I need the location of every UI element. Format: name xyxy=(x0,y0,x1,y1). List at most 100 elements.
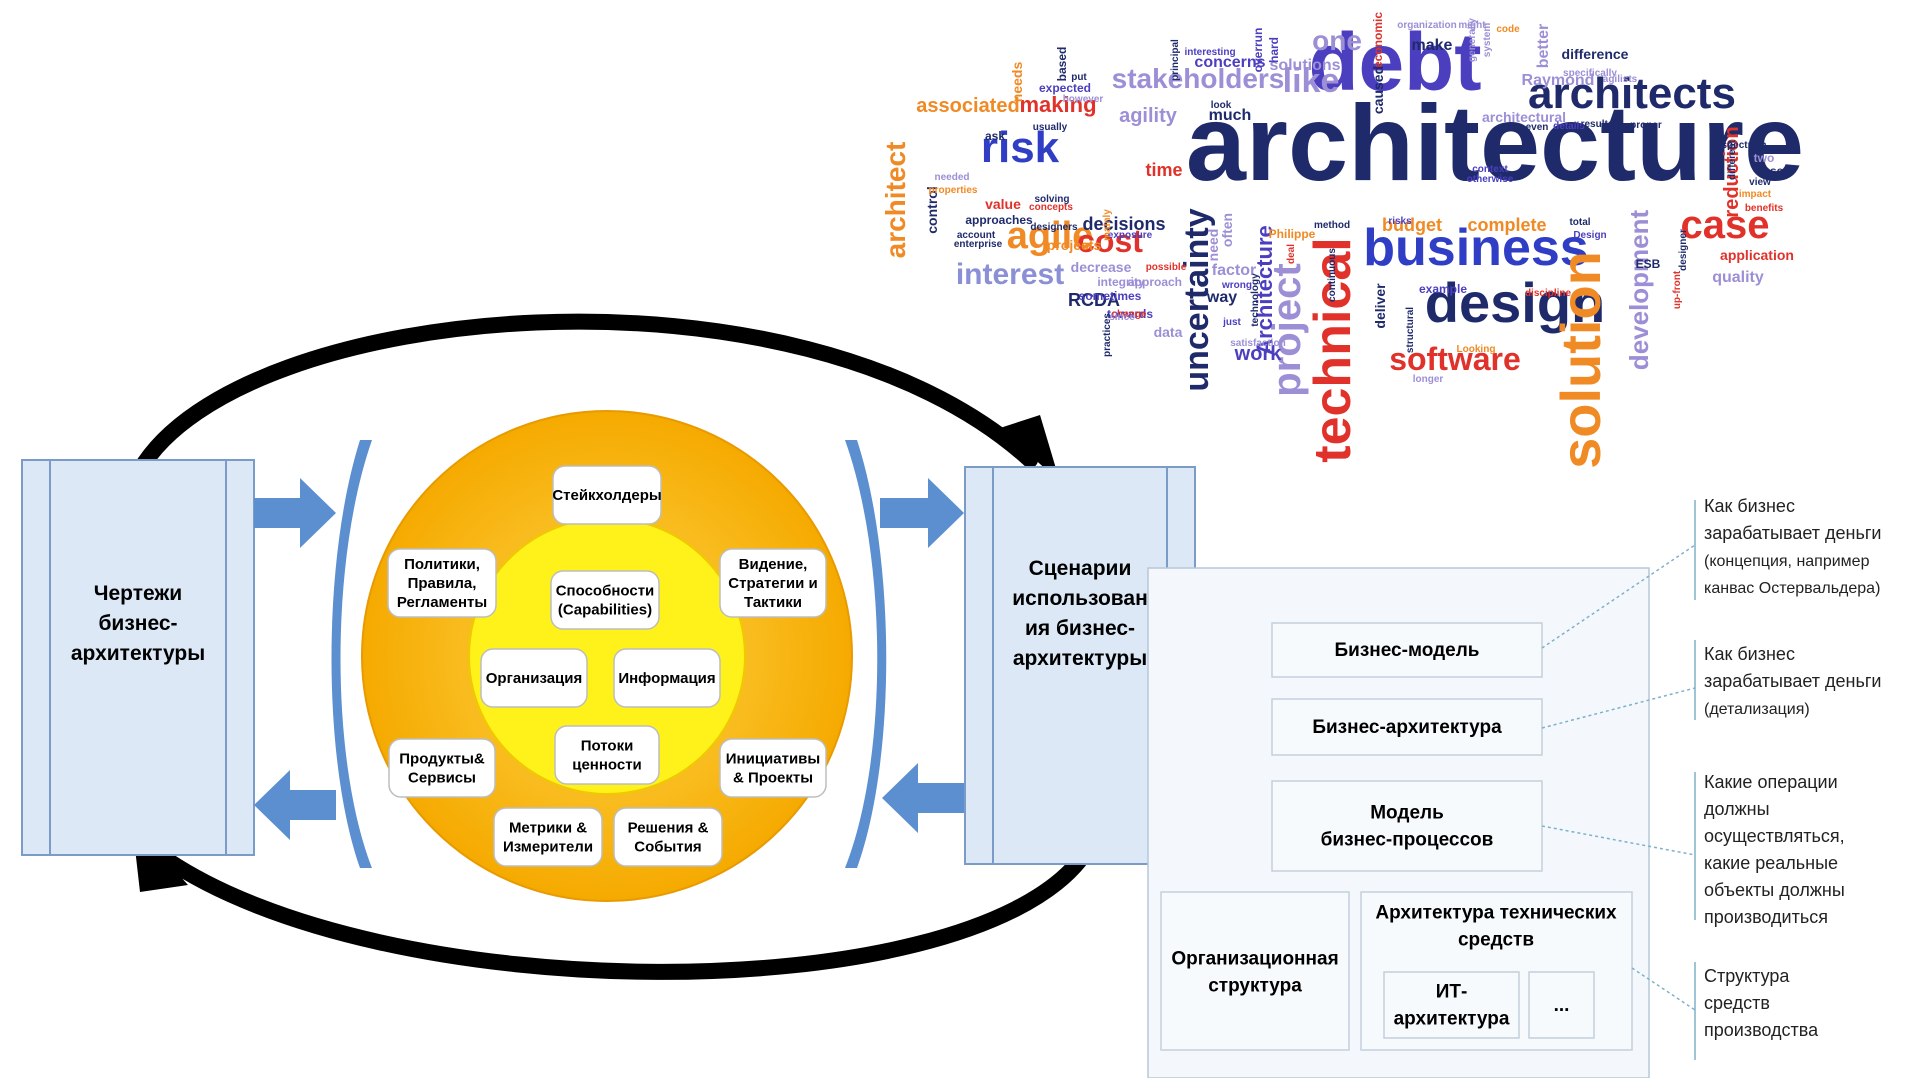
box-business-architecture: Бизнес-архитектура xyxy=(1271,698,1543,756)
word-cloud-word: otherwise xyxy=(1467,174,1514,185)
right-bracket xyxy=(845,440,887,868)
word-cloud-word: Architecture xyxy=(1252,225,1277,355)
box-initiatives-label: Инициативы& Проекты xyxy=(726,751,820,787)
brackets xyxy=(331,440,887,868)
side-note-line: канвас Остервальдера) xyxy=(1704,580,1880,597)
word-cloud-word: way xyxy=(1206,289,1237,306)
word-cloud-word: spectrum xyxy=(1721,140,1766,151)
word-cloud-word: context xyxy=(1472,164,1508,175)
side-notes: Как бизнес зарабатывает деньги (концепция,… xyxy=(1541,496,1881,1060)
word-cloud-word: satisfaction xyxy=(1230,338,1286,349)
box-business-architecture-label: Бизнес-архитектура xyxy=(1312,717,1502,738)
side-note-line: (концепция, например xyxy=(1704,553,1870,570)
arrow-left-bottom-right xyxy=(882,763,964,833)
word-cloud-word: projects xyxy=(1047,237,1102,253)
box-products-label: Продукты&Сервисы xyxy=(399,751,485,787)
word-cloud-word: economic xyxy=(1371,12,1385,68)
box-policies: Политики,Правила,Регламенты xyxy=(387,548,497,618)
box-stakeholders-label: Стейкхолдеры xyxy=(552,487,661,504)
box-more-label: ... xyxy=(1554,995,1570,1016)
word-cloud-word: based xyxy=(1055,47,1069,82)
word-cloud-word: RCDA xyxy=(1068,290,1120,310)
word-cloud-word: development xyxy=(1624,209,1654,370)
word-cloud-word: practices xyxy=(1102,313,1113,357)
side-note-line: Как бизнес xyxy=(1704,644,1795,664)
word-cloud-word: account xyxy=(957,230,996,241)
word-cloud-word: solutions xyxy=(1269,57,1340,74)
word-cloud-word: architects xyxy=(1528,69,1736,118)
word-cloud-word: use xyxy=(1763,164,1784,178)
side-note-line: Структура xyxy=(1704,966,1790,986)
word-cloud-word: method xyxy=(1314,220,1350,231)
word-cloud-word: project xyxy=(1265,263,1309,396)
word-cloud-word: architecture xyxy=(1186,82,1804,203)
side-note-line: зарабатывает деньги xyxy=(1704,523,1881,543)
side-note-line: Как бизнес xyxy=(1704,496,1795,516)
word-cloud-word: sometimes xyxy=(1079,289,1142,303)
box-business-model: Бизнес-модель xyxy=(1271,622,1543,678)
word-cloud-word: longer xyxy=(1413,374,1444,385)
word-cloud-word: solution xyxy=(1549,251,1612,469)
word-cloud-word: risks xyxy=(1388,216,1412,227)
word-cloud-word: debt xyxy=(1308,17,1481,108)
side-note: Как бизнес зарабатывает деньги (концепция,… xyxy=(1704,496,1881,597)
box-more: ... xyxy=(1528,971,1595,1039)
word-cloud-word: time xyxy=(1145,160,1182,180)
box-capabilities: Способности(Capabilities) xyxy=(550,570,660,630)
box-initiatives: Инициативы& Проекты xyxy=(719,738,827,798)
word-cloud-word: ask xyxy=(985,129,1005,143)
word-cloud-word: Looking xyxy=(1457,344,1496,355)
box-business-model-label: Бизнес-модель xyxy=(1334,640,1479,661)
top-curved-arrow xyxy=(132,313,1038,478)
word-cloud-word: ESB xyxy=(1636,257,1661,271)
word-cloud-word: associated xyxy=(916,95,1019,117)
box-capabilities-label: Способности(Capabilities) xyxy=(556,583,655,619)
word-cloud-word: one xyxy=(1312,25,1362,56)
word-cloud-word: work xyxy=(1234,343,1283,365)
word-cloud-word: needs xyxy=(1009,62,1025,103)
side-note-line: зарабатывает деньги xyxy=(1704,671,1881,691)
box-decisions-label: Решения &События xyxy=(628,820,709,856)
word-cloud-word: like xyxy=(1283,62,1340,100)
word-cloud-word: discipline xyxy=(1525,288,1572,299)
box-decisions: Решения &События xyxy=(613,807,723,867)
word-cloud-word: making xyxy=(1019,92,1096,117)
word-cloud-word: just xyxy=(1222,317,1241,328)
word-cloud-word: since xyxy=(1109,312,1135,323)
word-cloud-word: application xyxy=(1720,247,1794,263)
word-cloud-word: much xyxy=(1209,107,1252,124)
word-cloud-word: might xyxy=(1458,20,1486,31)
word-cloud-word: approach xyxy=(1128,275,1182,289)
bottom-curved-arrow xyxy=(152,847,1088,980)
word-cloud-word: details xyxy=(1553,121,1585,132)
word-cloud-word: solving xyxy=(1034,194,1069,205)
word-cloud-word: software xyxy=(1389,341,1521,377)
box-metrics: Метрики &Измерители xyxy=(493,807,603,867)
word-cloud-word: expected xyxy=(1039,81,1091,95)
word-cloud-word: integrity xyxy=(1097,275,1145,289)
word-cloud-word: factor xyxy=(1212,262,1256,279)
word-cloud-word: cost xyxy=(1077,223,1143,259)
word-cloud-word: often xyxy=(1219,213,1235,247)
word-cloud-word: case xyxy=(1681,203,1770,247)
word-cloud-word: uncertainty xyxy=(1178,208,1216,391)
word-cloud-word: hard xyxy=(1267,37,1281,63)
word-cloud-word: technical xyxy=(1304,237,1362,462)
word-cloud-word: system xyxy=(1482,23,1493,58)
top-curved-arrow-head xyxy=(1000,415,1060,482)
word-cloud-word: continuous xyxy=(1327,248,1338,302)
word-cloud-word: stakeholders xyxy=(1112,63,1285,94)
word-cloud-word: interest xyxy=(956,258,1064,291)
word-cloud-word: two xyxy=(1754,151,1775,165)
box-policies-label: Политики,Правила,Регламенты xyxy=(397,556,487,611)
word-cloud-word: concerns xyxy=(1194,54,1265,71)
arrow-left-bottom-left xyxy=(254,770,336,840)
box-organization-label: Организация xyxy=(486,670,583,687)
word-cloud-word: design xyxy=(1425,271,1605,334)
